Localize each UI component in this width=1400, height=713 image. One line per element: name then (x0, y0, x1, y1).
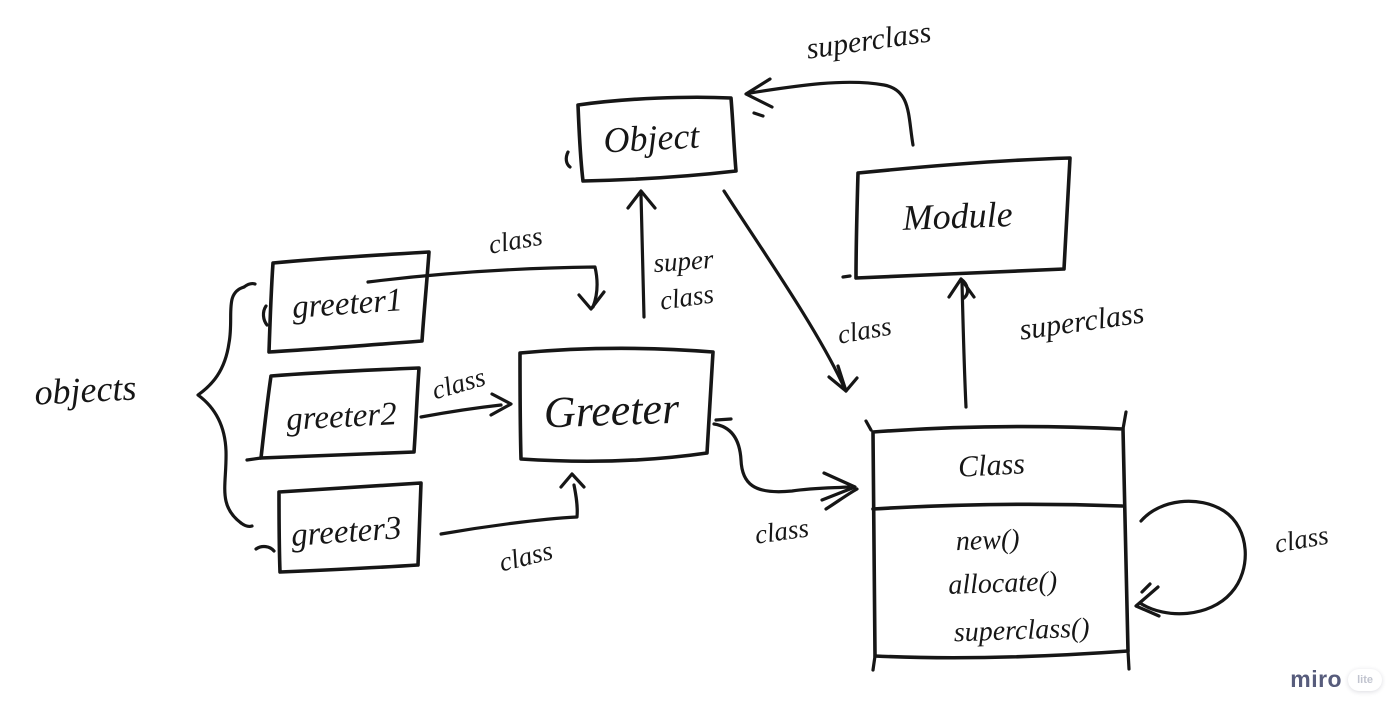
edge-greeter2-arrowhead (489, 392, 513, 417)
self-loop-arrowhead (1134, 585, 1161, 618)
miro-logo[interactable]: miro lite (1290, 666, 1382, 693)
node-class[interactable]: Class new() allocate() superclass() (864, 410, 1131, 672)
node-object[interactable]: Object (564, 95, 738, 183)
module-box-tick (841, 274, 852, 279)
edge-greeter-to-object[interactable]: super class (626, 189, 716, 319)
miro-lite-badge: lite (1348, 668, 1382, 691)
node-greeter2-label: greeter2 (285, 396, 397, 438)
edge-greeter3-to-greeter[interactable]: class (439, 472, 586, 577)
greeter3-box-tick (254, 544, 276, 553)
greeter1-box-outline (267, 250, 431, 354)
edge-greeter3-line (439, 483, 579, 536)
edge-greeter-class-arrowhead (820, 471, 857, 502)
class-method-allocate: allocate() (948, 566, 1058, 601)
edge-greeter-to-class[interactable]: class (712, 422, 859, 550)
node-greeter2[interactable]: greeter2 (245, 366, 421, 462)
edge-module-to-object-arrowhead (744, 77, 774, 109)
class-method-superclass: superclass() (953, 613, 1090, 649)
miro-logo-text: miro (1290, 666, 1343, 692)
edge-greeter-class-line (712, 422, 851, 494)
greeter1-box-tick (261, 304, 269, 327)
class-box-overshoot-br (1126, 649, 1131, 671)
greeter3-box-outline (277, 481, 423, 574)
self-loop-arrowhead-hook (1140, 582, 1152, 594)
class-box-overshoot-bl (871, 654, 877, 672)
node-greeter3-label: greeter3 (290, 510, 403, 554)
edge-module-to-object-line (748, 80, 915, 147)
objects-group-label: objects (33, 367, 137, 412)
edge-class-module-line (960, 280, 968, 409)
edge-label-super-line1: super (652, 244, 714, 278)
node-greeter-label: Greeter (543, 384, 681, 438)
edge-greeter1-arrowhead (577, 290, 606, 311)
edge-greeter1-to-greeter[interactable]: class (366, 221, 606, 311)
module-box-outline (854, 156, 1072, 280)
edge-object-class-line (722, 189, 846, 389)
self-loop-line (1138, 499, 1247, 616)
object-box-outline (576, 95, 738, 183)
class-method-new: new() (955, 524, 1020, 557)
edge-class-self-loop[interactable]: class (1134, 499, 1331, 618)
node-module-label: Module (901, 194, 1013, 238)
curly-brace (196, 285, 246, 525)
edge-greeter-object-line (639, 192, 646, 319)
edge-greeter2-line (419, 403, 503, 419)
node-greeter1[interactable]: greeter1 (261, 250, 431, 354)
edge-label-super-line2: class (658, 278, 716, 315)
class-box-overshoot-tr (1121, 410, 1128, 431)
class-box-divider (871, 502, 1124, 511)
object-box-tick (564, 150, 572, 169)
edge-greeter3-arrowhead (559, 472, 586, 489)
edge-object-class-arrowhead2 (844, 376, 859, 393)
curly-brace-bottom-hook (239, 521, 254, 528)
node-greeter[interactable]: Greeter (518, 346, 733, 464)
greeter-box-outline (518, 346, 715, 464)
edge-greeter-object-arrowhead (626, 189, 657, 210)
greeter2-box-outline (259, 366, 421, 460)
edge-class-to-module[interactable]: superclass (947, 277, 1146, 409)
edge-label-class-greeter3: class (496, 535, 556, 577)
node-module[interactable]: Module (841, 156, 1072, 280)
edge-label-class-object: class (835, 311, 893, 350)
edge-object-to-class[interactable]: class (722, 189, 894, 393)
greeter2-box-tick (245, 456, 263, 462)
curly-brace-top-hook (242, 282, 257, 289)
objects-group-brace[interactable]: objects (33, 282, 257, 528)
class-box-overshoot-tl (864, 419, 873, 432)
edge-module-to-object[interactable]: superclass (744, 16, 933, 147)
node-class-label: Class (957, 447, 1025, 483)
edge-greeter1-line (366, 265, 599, 309)
edge-class-module-arrowhead-curl (959, 277, 970, 300)
edge-label-class-greeter: class (753, 512, 811, 549)
edge-label-class-greeter1: class (486, 221, 544, 260)
edge-label-class-greeter2: class (428, 361, 488, 405)
edge-object-class-arrowhead (827, 364, 848, 393)
node-greeter3[interactable]: greeter3 (254, 481, 423, 574)
edge-label-superclass-top: superclass (804, 16, 933, 66)
edge-greeter-class-arrowhead2 (824, 487, 859, 511)
edge-module-to-object-dash (752, 111, 765, 118)
node-object-label: Object (602, 115, 701, 160)
edge-label-superclass-right: superclass (1017, 297, 1146, 347)
node-greeter1-label: greeter1 (291, 282, 404, 326)
edge-label-class-loop: class (1272, 520, 1330, 559)
edge-greeter2-to-greeter[interactable]: class (419, 361, 513, 419)
greeter-box-tick (714, 417, 733, 422)
